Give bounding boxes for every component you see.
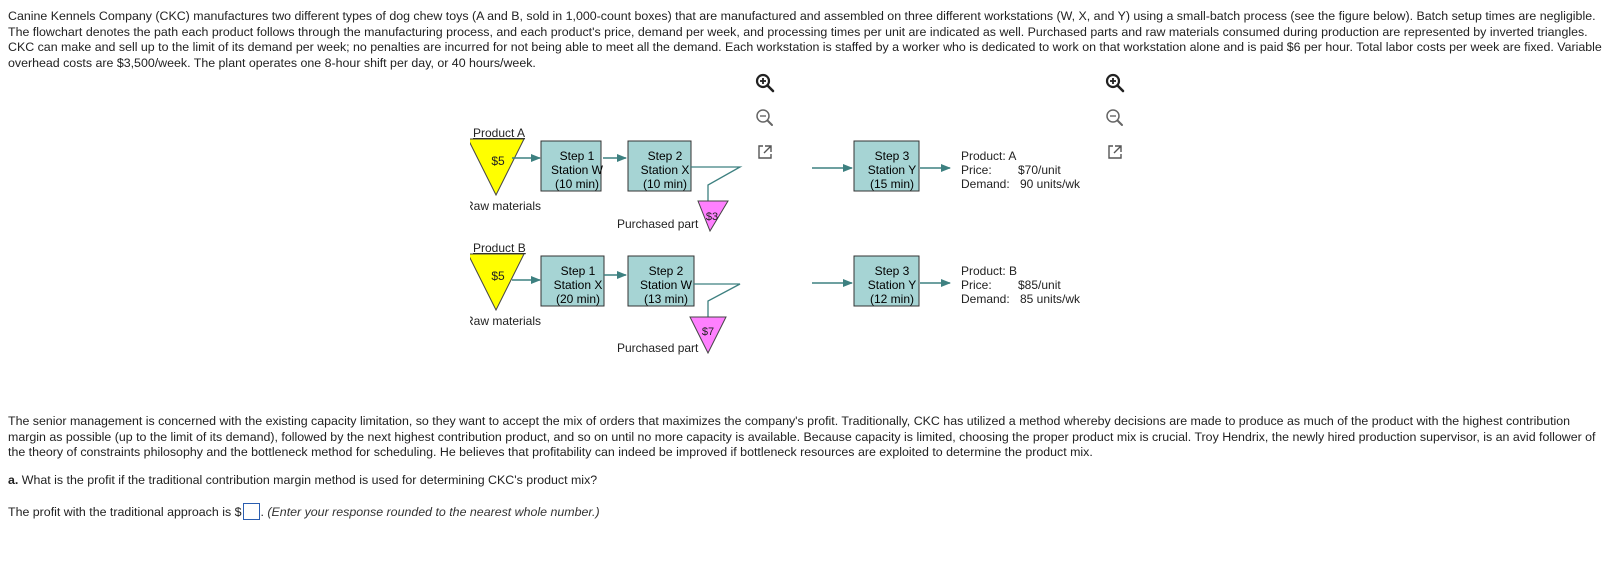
product-name: Product: B xyxy=(961,264,1017,278)
price-label: Price: xyxy=(961,278,992,292)
station-label: Station Y xyxy=(868,163,916,177)
station-label: Station X xyxy=(554,278,603,292)
product-b-info: Product: B Price: $85/unit Demand: 85 un… xyxy=(961,264,1081,306)
raw-materials-a-label: Raw materials xyxy=(470,199,541,213)
demand-value: 90 units/wk xyxy=(1020,177,1081,191)
step-label: Step 2 xyxy=(649,264,684,278)
purchased-cost-a: $3 xyxy=(706,211,718,223)
step-label: Step 1 xyxy=(560,149,595,163)
answer-hint: (Enter your response rounded to the near… xyxy=(267,505,600,519)
raw-materials-b-triangle: $5 xyxy=(467,253,525,312)
purchased-part-a-label: Purchased part xyxy=(617,217,699,231)
step1-station-x-b: Step 1 Station X (20 min) xyxy=(540,255,605,307)
intro-paragraph: Canine Kennels Company (CKC) manufacture… xyxy=(8,9,1602,70)
time-label: (20 min) xyxy=(556,292,600,306)
purchased-part-b-triangle: $7 xyxy=(689,316,727,355)
zoom-out-icon[interactable] xyxy=(754,107,776,129)
step-label: Step 3 xyxy=(875,149,910,163)
step3-station-y-b: Step 3 Station Y (12 min) xyxy=(853,255,920,307)
answer-prefix: The profit with the traditional approach… xyxy=(8,505,242,519)
purchased-part-b-label: Purchased part xyxy=(617,341,699,355)
step2-station-w-b: Step 2 Station W (13 min) xyxy=(627,255,695,307)
raw-cost-a: $5 xyxy=(491,154,505,168)
price-label: Price: xyxy=(961,163,992,177)
answer-input[interactable] xyxy=(242,503,260,520)
price-value: $70/unit xyxy=(1018,163,1061,177)
question-label: a. xyxy=(8,473,19,487)
step2-station-x-a: Step 2 Station X (10 min) xyxy=(627,140,692,192)
station-label: Station X xyxy=(641,163,690,177)
station-label: Station W xyxy=(551,163,604,177)
question-text: What is the profit if the traditional co… xyxy=(21,473,598,487)
zoom-in-icon[interactable] xyxy=(754,72,776,94)
step3-station-y-a: Step 3 Station Y (15 min) xyxy=(853,140,920,192)
zoom-in-icon[interactable] xyxy=(1104,72,1126,94)
context-paragraph: The senior management is concerned with … xyxy=(8,414,1596,459)
step-label: Step 1 xyxy=(561,264,596,278)
step-label: Step 3 xyxy=(875,264,910,278)
station-label: Station Y xyxy=(868,278,916,292)
time-label: (12 min) xyxy=(870,292,914,306)
product-b-label: Product B xyxy=(473,241,526,255)
raw-materials-a-triangle: $5 xyxy=(467,138,525,197)
demand-label: Demand: xyxy=(961,177,1010,191)
zoom-out-icon[interactable] xyxy=(1104,107,1126,129)
answer-suffix: . xyxy=(260,505,264,519)
time-label: (15 min) xyxy=(870,177,914,191)
raw-materials-b-label: Raw materials xyxy=(470,314,541,328)
product-a-label: Product A xyxy=(473,126,525,140)
time-label: (13 min) xyxy=(644,292,688,306)
station-label: Station W xyxy=(640,278,693,292)
purchased-part-a-triangle: $3 xyxy=(697,200,729,233)
flowchart-figure: Product A $5 Raw materials Step 1 Statio… xyxy=(465,125,1150,375)
purchased-cost-b: $7 xyxy=(702,326,714,338)
demand-value: 85 units/wk xyxy=(1020,292,1081,306)
product-a-info: Product: A Price: $70/unit Demand: 90 un… xyxy=(961,149,1081,191)
question-a: a. What is the profit if the traditional… xyxy=(8,473,597,489)
time-label: (10 min) xyxy=(643,177,687,191)
popout-icon[interactable] xyxy=(1104,141,1126,163)
answer-line: The profit with the traditional approach… xyxy=(8,503,600,521)
time-label: (10 min) xyxy=(555,177,599,191)
price-value: $85/unit xyxy=(1018,278,1061,292)
product-name: Product: A xyxy=(961,149,1016,163)
popout-icon[interactable] xyxy=(754,141,776,163)
raw-cost-b: $5 xyxy=(491,269,505,283)
step1-station-w-a: Step 1 Station W (10 min) xyxy=(540,140,604,192)
demand-label: Demand: xyxy=(961,292,1010,306)
step-label: Step 2 xyxy=(648,149,683,163)
